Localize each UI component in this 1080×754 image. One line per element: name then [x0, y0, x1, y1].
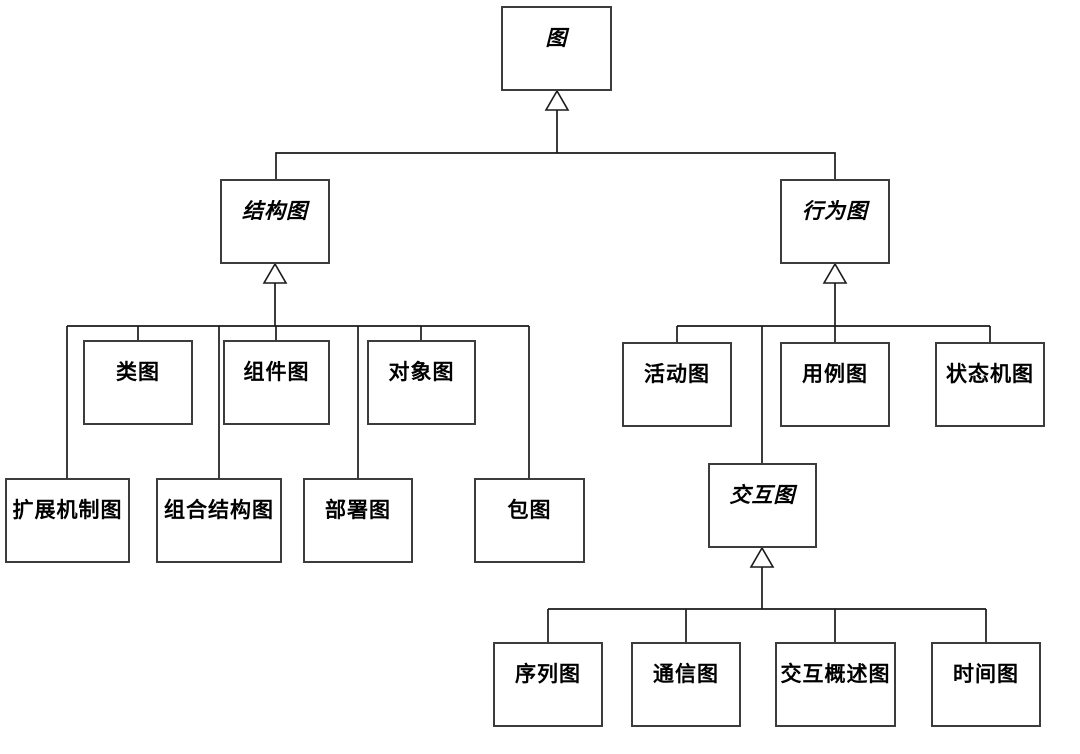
node-timing-diagram: 时间图 [931, 642, 1041, 727]
node-class-diagram: 类图 [83, 340, 193, 425]
node-composite-structure-diagram: 组合结构图 [156, 478, 282, 563]
node-package-diagram: 包图 [474, 478, 585, 563]
generalization-edges [66, 110, 991, 642]
node-label: 行为图 [802, 200, 868, 223]
node-label: 对象图 [388, 361, 455, 384]
node-behavior-diagram: 行为图 [780, 179, 890, 264]
node-diagram: 图 [501, 6, 612, 91]
node-interaction-overview-diagram: 交互概述图 [775, 642, 896, 727]
node-label: 结构图 [242, 200, 308, 223]
node-label: 组件图 [243, 361, 310, 384]
node-label: 包图 [507, 499, 552, 522]
generalization-arrowhead-root [544, 89, 570, 111]
node-interaction-diagram: 交互图 [708, 463, 817, 548]
generalization-arrowhead-interaction [749, 546, 775, 568]
generalization-arrowhead-behavior [822, 262, 848, 284]
node-label: 活动图 [644, 363, 710, 386]
node-label: 序列图 [515, 663, 581, 686]
node-usecase-diagram: 用例图 [780, 342, 890, 427]
node-label: 通信图 [653, 663, 719, 686]
node-label: 状态机图 [946, 363, 1034, 386]
node-label: 组合结构图 [164, 499, 274, 522]
node-activity-diagram: 活动图 [622, 342, 732, 427]
node-label: 图 [545, 27, 568, 50]
node-component-diagram: 组件图 [223, 340, 330, 425]
node-label: 交互图 [729, 484, 796, 507]
node-label: 时间图 [953, 663, 1019, 686]
node-label: 用例图 [802, 363, 868, 386]
node-label: 类图 [116, 361, 160, 384]
node-label: 扩展机制图 [12, 499, 123, 522]
node-label: 交互概述图 [780, 663, 891, 686]
node-communication-diagram: 通信图 [631, 642, 741, 727]
node-label: 部署图 [325, 499, 391, 522]
node-object-diagram: 对象图 [367, 340, 476, 425]
node-extension-mechanism-diagram: 扩展机制图 [5, 478, 130, 563]
node-sequence-diagram: 序列图 [493, 642, 603, 727]
node-deployment-diagram: 部署图 [303, 478, 413, 563]
node-statemachine-diagram: 状态机图 [935, 342, 1045, 427]
node-structure-diagram: 结构图 [220, 179, 330, 264]
generalization-arrowhead-structure [262, 262, 288, 284]
